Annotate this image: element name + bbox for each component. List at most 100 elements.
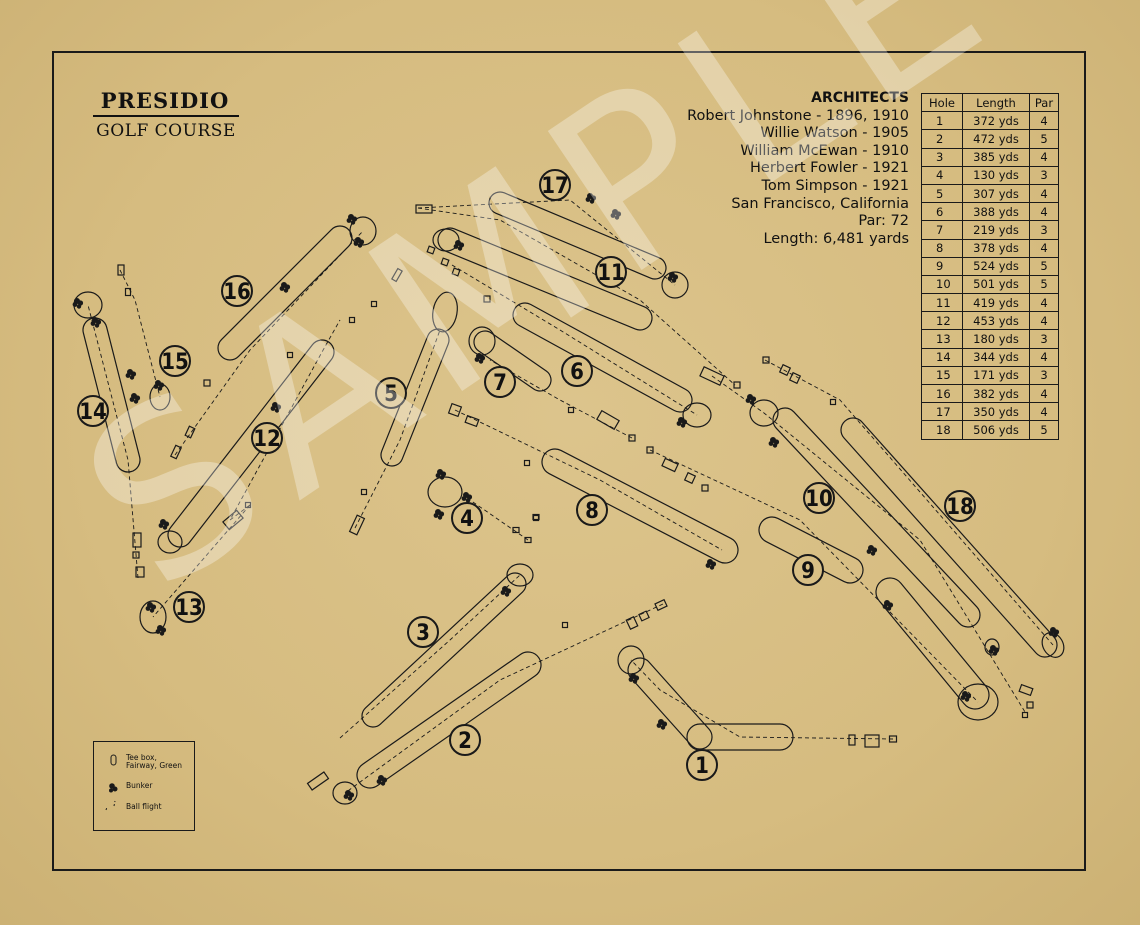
hole-5-label: 5: [375, 377, 407, 409]
hole-13-bunker-blob: [145, 606, 151, 611]
hole-13-green: [139, 600, 167, 634]
hole-1-bunker-blob: [660, 725, 666, 730]
hole-17-bunker: [585, 193, 597, 204]
scorecard-length-cell: 219 yds: [962, 220, 1030, 240]
hole-16-tee: [169, 444, 183, 460]
scorecard-length-cell: 382 yds: [962, 383, 1030, 404]
scorecard-length-cell: 372 yds: [962, 111, 1030, 131]
legend-fairway-icon: [110, 754, 117, 766]
hole-15-bunker-blob: [153, 384, 159, 389]
hole-4-bunker-blob: [466, 494, 473, 500]
hole-13-badge: [173, 591, 205, 623]
hole-6-badge: [561, 355, 593, 387]
scorecard-par-cell: 3: [1029, 365, 1059, 386]
scorecard-par-cell: 5: [1029, 256, 1059, 276]
hole-9-bunker-blob: [960, 695, 966, 700]
hole-3-bunker: [500, 586, 512, 597]
scorecard-length-cell: 524 yds: [962, 256, 1030, 276]
hole-15-number: 15: [161, 350, 189, 375]
architect-line: Willie Watson - 1905: [760, 125, 909, 142]
legend-bunker-label: Bunker: [126, 781, 153, 790]
hole-3-number: 3: [416, 621, 430, 646]
hole-2-tee: [306, 771, 330, 791]
hole-3-flight: [339, 574, 521, 739]
scorecard-hole-cell: 15: [921, 365, 963, 386]
hole-1-number: 1: [695, 754, 709, 779]
scorecard-header-row: Hole Length Par: [921, 92, 1059, 113]
hole-17-bunker-blob: [585, 197, 591, 202]
course-location: San Francisco, California: [731, 195, 909, 212]
hole-13-bunker: [145, 602, 157, 613]
architects-block: ARCHITECTS Robert Johnstone - 1896, 1910…: [687, 90, 909, 248]
hole-11-green: [432, 228, 460, 252]
hole-16-tee: [203, 379, 211, 387]
scorecard-par-cell: 4: [1029, 293, 1059, 313]
hole-1-bunker-blob: [656, 723, 662, 728]
hole-2-tee: [561, 621, 569, 629]
hole-16-bunker-blob: [351, 216, 358, 222]
hole-9-green: [957, 683, 999, 721]
hole-1-tee: [848, 734, 856, 746]
hole-2-number: 2: [458, 729, 472, 754]
hole-13-bunker-blob: [159, 631, 165, 636]
hole-9-bunker: [882, 600, 894, 611]
hole-13-tee: [244, 501, 252, 509]
hole-13-label: 13: [173, 591, 205, 623]
hole-16-fairway: [217, 225, 353, 361]
hole-14-bunker-blob: [76, 304, 82, 309]
hole-10-bunker-blob: [772, 443, 778, 448]
hole-10-fairway: [772, 407, 981, 628]
hole-12-tee: [370, 300, 378, 308]
scorecard-length-cell: 419 yds: [962, 293, 1030, 313]
hole-4-badge: [451, 502, 483, 534]
hole-10-label: 10: [803, 482, 835, 514]
hole-16-bunker-blob: [284, 284, 291, 290]
hole-16-bunker-blob: [350, 220, 356, 225]
hole-18-fairway: [840, 417, 1058, 658]
hole-10-number: 10: [805, 487, 833, 512]
hole-3-bunker-blob: [505, 588, 512, 594]
hole-8-badge: [576, 494, 608, 526]
hole-15-bunker-blob: [157, 386, 163, 391]
hole-4-flight: [469, 499, 529, 541]
scorecard-par-cell: 5: [1029, 274, 1059, 295]
hole-13-bunker-blob: [155, 629, 161, 634]
hole-16-tee: [184, 425, 196, 439]
hole-10-bunker-blob: [988, 649, 994, 654]
hole-17-badge: [539, 169, 571, 201]
hole-6-tee: [426, 245, 436, 255]
hole-1-bunker-blob: [628, 677, 634, 682]
hole-6-number: 6: [570, 360, 584, 385]
hole-18-tee: [762, 356, 770, 364]
hole-9-bunker-blob: [887, 602, 894, 608]
hole-2-bunker-blob: [347, 796, 353, 801]
hole-12-bunker-blob: [270, 406, 276, 411]
hole-17-bunker-blob: [671, 278, 677, 283]
hole-9-bunker-blob: [866, 549, 872, 554]
hole-5-green: [432, 291, 458, 333]
scorecard-length-cell: 130 yds: [962, 165, 1030, 185]
hole-1-fairway: [686, 723, 794, 751]
bunkers: [72, 193, 1060, 801]
scorecard-par-cell: 3: [1029, 329, 1059, 349]
hole-12-tee: [348, 316, 356, 324]
course-par: Par: 72: [858, 213, 909, 230]
hole-10-bunker-blob: [992, 651, 998, 656]
hole-12-bunker-blob: [275, 404, 282, 410]
hole-13-number: 13: [175, 596, 203, 621]
hole-15-badge: [159, 345, 191, 377]
hole-6-flight: [451, 264, 698, 416]
scorecard-length-cell: 378 yds: [962, 238, 1030, 258]
hole-12-tee: [286, 351, 294, 359]
hole-7-green: [468, 326, 496, 356]
hole-17-flight: [417, 199, 676, 286]
hole-4-bunker: [435, 469, 447, 480]
scorecard-par-cell: 4: [1029, 238, 1059, 258]
course-title: PRESIDIO: [100, 88, 230, 113]
hole-2-fairway: [356, 651, 542, 789]
